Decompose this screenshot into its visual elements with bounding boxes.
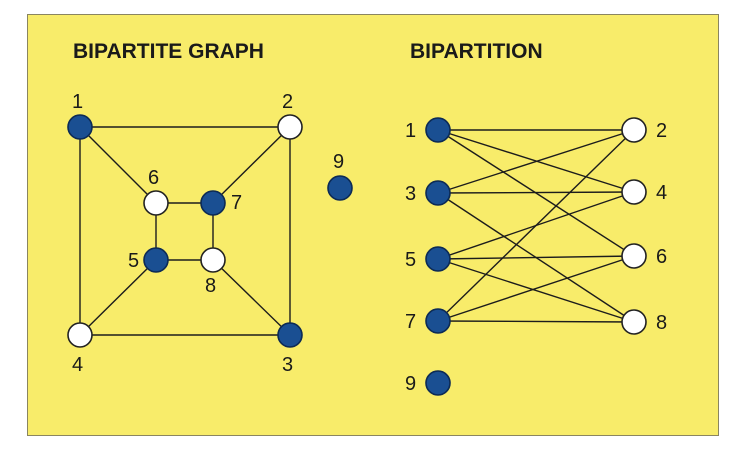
graph-node-label-8: 8 — [205, 275, 216, 297]
graph-node-8 — [200, 247, 226, 273]
graph-node-5 — [143, 247, 169, 273]
bipartition-node-6 — [621, 243, 647, 269]
graph-node-label-2: 2 — [282, 91, 293, 113]
bipartition-edge-1-6 — [437, 129, 635, 257]
bipartition-node-label-7: 7 — [405, 311, 416, 333]
bipartition-edge-5-6 — [437, 255, 635, 260]
graph-edge-1-6 — [79, 126, 157, 204]
bipartition-node-7 — [425, 308, 451, 334]
bipartition-edge-7-8 — [437, 320, 635, 323]
graph-node-label-1: 1 — [72, 91, 83, 113]
graph-node-1 — [67, 114, 93, 140]
bipartition-node-label-1: 1 — [405, 120, 416, 142]
graph-node-label-9: 9 — [333, 151, 344, 173]
graph-node-label-7: 7 — [231, 192, 242, 214]
bipartition-node-2 — [621, 117, 647, 143]
graph-node-label-6: 6 — [148, 167, 159, 189]
graph-node-3 — [277, 322, 303, 348]
bipartition-node-label-4: 4 — [656, 182, 667, 204]
bipartition-nodes: 1 3 5 7 9 2 4 6 8 — [405, 117, 667, 396]
bipartition-node-label-9: 9 — [405, 373, 416, 395]
bipartition-node-label-8: 8 — [656, 312, 667, 334]
bipartition-node-label-5: 5 — [405, 249, 416, 271]
bipartition-node-9 — [425, 370, 451, 396]
graph-node-label-5: 5 — [128, 250, 139, 272]
left-title: BIPARTITE GRAPH — [73, 40, 264, 63]
graph-node-label-3: 3 — [282, 354, 293, 376]
graph-edge-4-5 — [79, 259, 157, 336]
graph-node-4 — [67, 322, 93, 348]
bipartition-node-4 — [621, 179, 647, 205]
bipartition-node-5 — [425, 246, 451, 272]
graph-node-6 — [143, 190, 169, 216]
graph-node-9 — [327, 175, 353, 201]
bipartition-node-3 — [425, 180, 451, 206]
bipartition-node-label-3: 3 — [405, 183, 416, 205]
graph-node-2 — [277, 114, 303, 140]
bipartition-edges — [437, 129, 635, 323]
graph-edge-3-8 — [212, 259, 291, 336]
bipartition-node-label-2: 2 — [656, 120, 667, 142]
right-title: BIPARTITION — [410, 40, 543, 63]
bipartition-node-label-6: 6 — [656, 246, 667, 268]
graph-edges — [79, 126, 291, 336]
diagram-panel — [27, 14, 719, 436]
bipartition-edge-8-5 — [437, 258, 635, 323]
graph-nodes: 1 2 3 4 5 6 7 8 9 — [67, 91, 353, 376]
bipartition-node-8 — [621, 309, 647, 335]
bipartition-node-1 — [425, 117, 451, 143]
graph-edge-2-7 — [212, 126, 291, 204]
bipartition-edge-4-1 — [437, 129, 635, 193]
bipartition-edge-4-5 — [437, 191, 635, 260]
graph-node-7 — [200, 190, 226, 216]
bipartition-edge-6-7 — [437, 255, 635, 322]
graph-node-label-4: 4 — [72, 354, 83, 376]
